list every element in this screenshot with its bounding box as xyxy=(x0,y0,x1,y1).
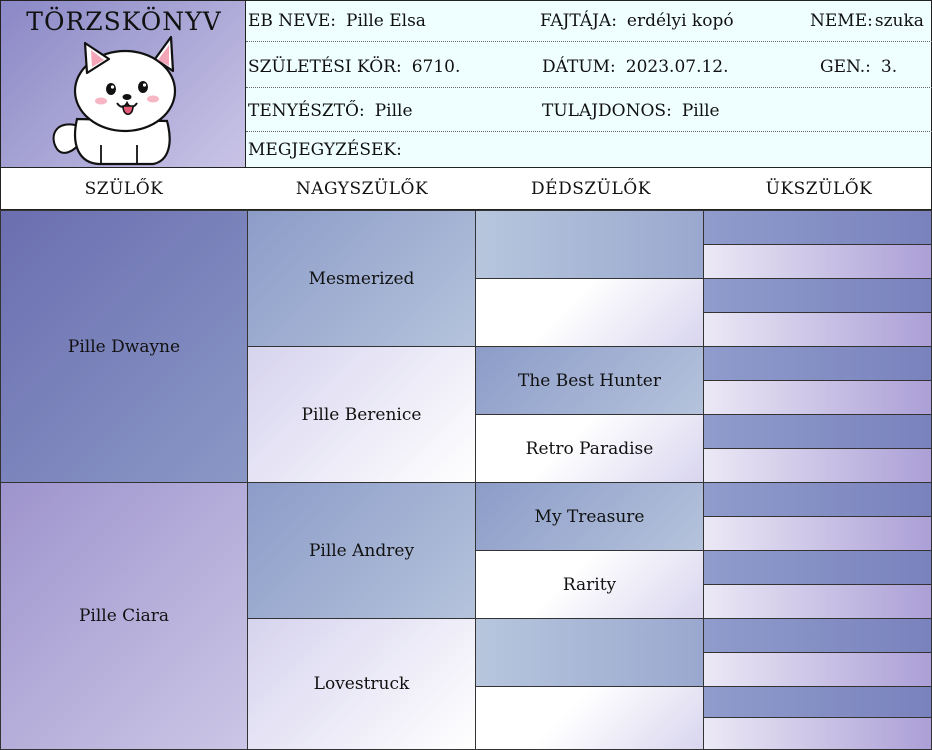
great-great-grandparent-8 xyxy=(703,448,932,483)
birth-litter-value: 6710. xyxy=(411,57,461,77)
parent-dam: Pille Ciara xyxy=(0,482,248,750)
dog-name-value: Pille Elsa xyxy=(346,11,426,31)
grandparent-1: Mesmerized xyxy=(247,210,476,347)
parent-sire: Pille Dwayne xyxy=(0,210,248,483)
date-value: 2023.07.12. xyxy=(625,57,729,77)
owner-field: TULAJDONOS: Pille xyxy=(542,91,720,131)
dog-name-field: EB NEVE: Pille Elsa xyxy=(248,1,426,41)
great-great-grandparent-4 xyxy=(703,312,932,347)
grandparent-2: Pille Berenice xyxy=(247,346,476,483)
great-great-grandparent-1 xyxy=(703,210,932,245)
column-header-grandparents: NAGYSZÜLŐK xyxy=(295,179,429,199)
sex-value: szuka xyxy=(874,11,924,31)
date-field: DÁTUM: 2023.07.12. xyxy=(542,47,729,87)
great-grandparent-2 xyxy=(475,278,704,347)
puppy-icon xyxy=(52,35,177,166)
breeder-value: Pille xyxy=(374,101,413,121)
info-row-notes: MEGJEGYZÉSEK: xyxy=(246,133,932,167)
great-great-grandparent-10 xyxy=(703,516,932,551)
breeder-label: TENYÉSZTŐ: xyxy=(248,101,365,121)
great-great-grandparent-7 xyxy=(703,414,932,449)
breed-field: FAJTÁJA: erdélyi kopó xyxy=(540,1,734,41)
column-header-row: SZÜLŐK NAGYSZÜLŐK DÉDSZÜLŐK ÜKSZÜLŐK xyxy=(0,168,932,210)
great-great-grandparent-9 xyxy=(703,482,932,517)
great-grandparent-5: My Treasure xyxy=(475,482,704,551)
sex-label: NEME: xyxy=(810,11,873,31)
grandparent-4: Lovestruck xyxy=(247,618,476,750)
generation-label: GEN.: xyxy=(820,57,871,77)
pedigree-tree: Pille Dwayne Pille Ciara Mesmerized Pill… xyxy=(0,210,932,750)
page-title: TÖRZSKÖNYV xyxy=(26,7,222,36)
info-row-name: EB NEVE: Pille Elsa FAJTÁJA: erdélyi kop… xyxy=(246,1,932,42)
sex-field: NEME: szuka xyxy=(810,1,924,41)
great-great-grandparent-16 xyxy=(703,717,932,750)
great-great-grandparent-15 xyxy=(703,686,932,718)
birth-litter-field: SZÜLETÉSI KÖR: 6710. xyxy=(248,47,460,87)
great-grandparent-3: The Best Hunter xyxy=(475,346,704,415)
great-great-grandparent-6 xyxy=(703,380,932,415)
dog-name-label: EB NEVE: xyxy=(248,11,337,31)
great-great-grandparent-14 xyxy=(703,652,932,687)
grandparent-3: Pille Andrey xyxy=(247,482,476,619)
great-great-grandparent-5 xyxy=(703,346,932,381)
birth-litter-label: SZÜLETÉSI KÖR: xyxy=(248,57,402,77)
great-great-grandparent-13 xyxy=(703,618,932,653)
great-grandparent-8 xyxy=(475,686,704,750)
info-panel: EB NEVE: Pille Elsa FAJTÁJA: erdélyi kop… xyxy=(246,0,932,168)
info-row-birth: SZÜLETÉSI KÖR: 6710. DÁTUM: 2023.07.12. … xyxy=(246,47,932,88)
column-header-great-great-grandparents: ÜKSZÜLŐK xyxy=(765,179,873,199)
great-great-grandparent-3 xyxy=(703,278,932,313)
info-row-breeder: TENYÉSZTŐ: Pille TULAJDONOS: Pille xyxy=(246,91,932,132)
generation-field: GEN.: 3. xyxy=(820,47,897,87)
notes-label: MEGJEGYZÉSEK: xyxy=(248,140,402,160)
great-grandparent-4: Retro Paradise xyxy=(475,414,704,483)
breed-label: FAJTÁJA: xyxy=(540,11,617,31)
column-header-parents: SZÜLŐK xyxy=(84,179,164,199)
owner-value: Pille xyxy=(681,101,720,121)
great-great-grandparent-12 xyxy=(703,584,932,619)
breed-value: erdélyi kopó xyxy=(626,11,734,31)
date-label: DÁTUM: xyxy=(542,57,616,77)
owner-label: TULAJDONOS: xyxy=(542,101,672,121)
great-grandparent-6: Rarity xyxy=(475,550,704,619)
great-great-grandparent-2 xyxy=(703,244,932,279)
generation-value: 3. xyxy=(880,57,898,77)
breeder-field: TENYÉSZTŐ: Pille xyxy=(248,91,413,131)
column-header-great-grandparents: DÉDSZÜLŐK xyxy=(531,179,651,199)
great-grandparent-1 xyxy=(475,210,704,279)
logo-panel: TÖRZSKÖNYV xyxy=(0,0,246,168)
great-great-grandparent-11 xyxy=(703,550,932,585)
great-grandparent-7 xyxy=(475,618,704,687)
notes-field: MEGJEGYZÉSEK: xyxy=(248,133,412,167)
